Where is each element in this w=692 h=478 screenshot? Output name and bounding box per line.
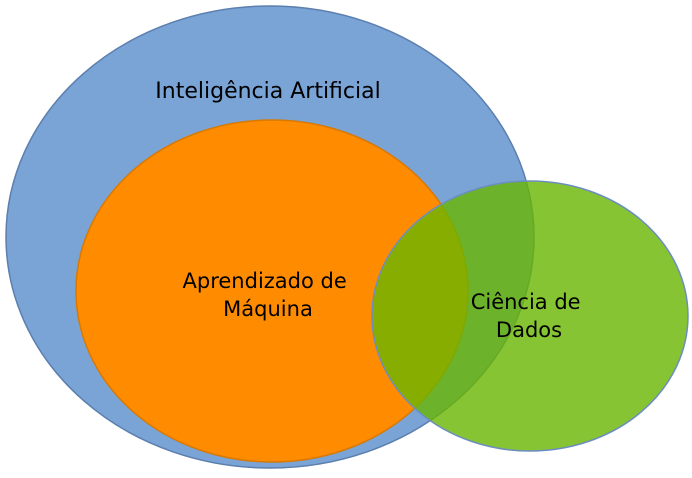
ml-set-label-line2: Máquina xyxy=(223,297,313,321)
ai-set-label: Inteligência Artificial xyxy=(155,79,380,104)
ds-set-label-line1: Ciência de xyxy=(471,290,581,314)
ds-set-label: Ciência de Dados xyxy=(471,290,588,342)
ds-set-label-line2: Dados xyxy=(496,318,562,342)
ml-set-label: Aprendizado de Máquina xyxy=(183,269,354,321)
ds-set-ellipse xyxy=(371,180,689,452)
ml-set-label-line1: Aprendizado de xyxy=(183,269,347,293)
